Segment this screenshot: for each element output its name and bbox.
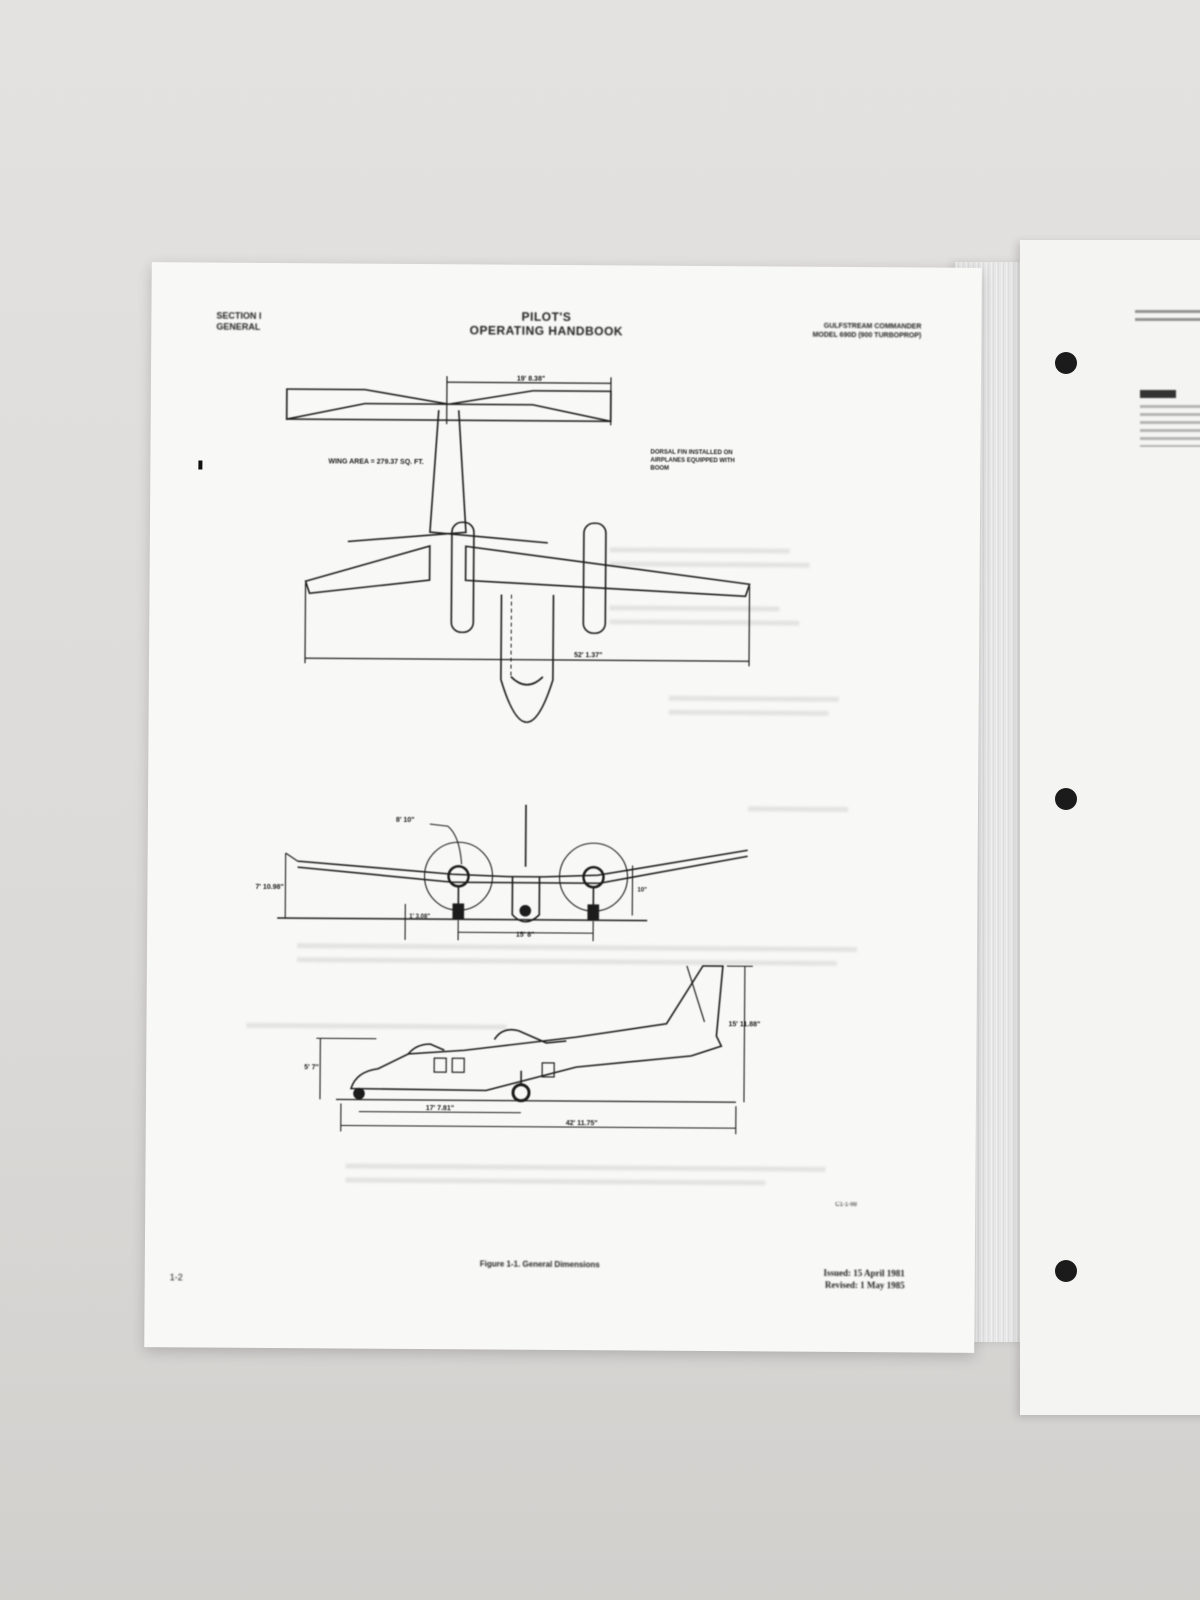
tail-trailing-edge (286, 418, 611, 423)
binder-hole (1055, 788, 1077, 810)
next-page-text-fragment (1140, 405, 1200, 447)
left-spinner (447, 865, 470, 888)
wing-lower (297, 855, 748, 885)
left-wing (304, 545, 431, 595)
tail-left (285, 388, 449, 421)
figure-code: C1-1-98 (835, 1201, 857, 1209)
right-main-wheel (587, 904, 600, 921)
side-view-dimensions (316, 965, 753, 1135)
dim-tail-span: 19' 8.38" (517, 376, 545, 383)
cabin-window (451, 1057, 465, 1073)
left-nacelle (450, 521, 475, 634)
wing-area-label: WING AREA = 279.37 SQ. FT. (328, 458, 423, 466)
cabin-window (433, 1057, 447, 1073)
rudder-line (686, 965, 706, 1023)
front-view-dimensions (284, 823, 634, 942)
cabin-window (541, 1062, 555, 1078)
dim-tail-height: 15' 11.88" (728, 1021, 760, 1028)
right-nacelle (582, 522, 607, 635)
nose-wheel-side (353, 1087, 365, 1100)
binder-hole (1055, 352, 1077, 374)
fuselage-centerline (510, 594, 512, 677)
main-wheel-side (511, 1083, 531, 1103)
windshield (510, 676, 544, 686)
right-wing (464, 545, 751, 598)
top-view (285, 388, 751, 724)
wing-upper (297, 849, 748, 878)
handbook-page: SECTION I GENERAL PILOT'S OPERATING HAND… (144, 262, 982, 1353)
binder-hole (1055, 1260, 1077, 1282)
dorsal-fin-note-2: AIRPLANES EQUIPPED WITH (650, 458, 734, 465)
tail-right (448, 389, 612, 423)
fuselage-front (511, 876, 541, 923)
nose-wheel (519, 904, 532, 917)
dim-prop-clearance: 1' 3.08" (409, 914, 430, 920)
nacelle-side (493, 1028, 567, 1044)
next-page (1020, 240, 1200, 1415)
issue-date-block: Issued: 15 April 1981 Revised: 1 May 198… (705, 1266, 905, 1291)
top-view-dimensions (304, 376, 751, 667)
dim-wing-height: 7' 10.98" (255, 884, 283, 891)
dim-overall-length: 42' 11.75" (566, 1120, 598, 1127)
dim-tread: 15' 8" (516, 932, 535, 939)
dim-prop-diameter: 8' 10" (396, 817, 415, 824)
fuselage-side (349, 965, 724, 1092)
general-dimensions-drawing: 19' 8.38" WING AREA = 279.37 SQ. FT. DOR… (255, 376, 760, 1135)
cockpit-windshield (407, 1043, 445, 1055)
next-page-header-fragment (1135, 310, 1200, 326)
dim-nacelle-height: 10" (637, 888, 647, 894)
side-view (335, 965, 736, 1103)
forward-fuselage (500, 594, 555, 724)
right-spinner (582, 865, 605, 889)
next-page-label-fragment (1140, 390, 1176, 398)
left-main-wheel (452, 903, 465, 920)
front-view (277, 804, 748, 923)
dim-wheelbase: 17' 7.81" (426, 1105, 454, 1112)
dorsal-fin-note-3: BOOM (650, 466, 669, 472)
dim-cabin-height: 5' 7" (304, 1064, 319, 1071)
revised-date: Revised: 1 May 1985 (824, 1279, 905, 1291)
dorsal-fin-note-1: DORSAL FIN INSTALLED ON (650, 450, 732, 457)
ground-line (277, 917, 648, 922)
page-number: 1-2 (169, 1272, 183, 1283)
rear-fuselage (347, 410, 548, 544)
dim-wingspan: 52' 1.37" (574, 652, 602, 659)
ground-line-side (335, 1098, 736, 1103)
